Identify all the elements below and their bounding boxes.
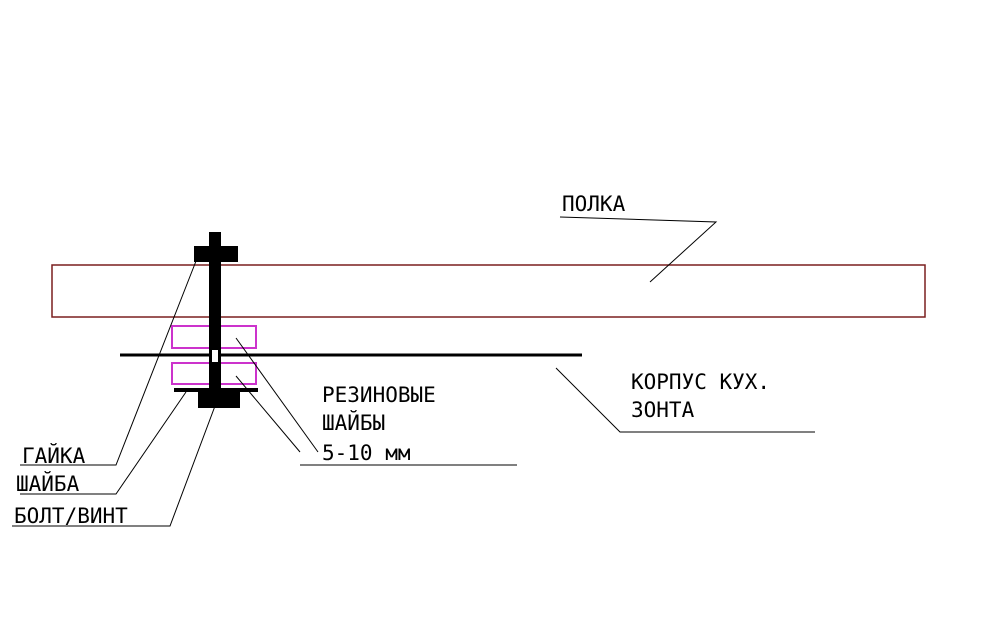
bolt-shaft-highlight — [212, 350, 218, 362]
leader-bolt — [12, 397, 219, 527]
label-hood-body-line2: ЗОНТА — [631, 398, 695, 422]
leader-rubber-lower — [235, 375, 301, 453]
label-nut: ГАЙКА — [22, 443, 86, 468]
label-rubber-line1: РЕЗИНОВЫЕ — [322, 383, 436, 407]
leader-hood-body — [555, 367, 815, 433]
label-shelf: ПОЛКА — [562, 192, 626, 216]
label-washer: ШАЙБА — [16, 471, 80, 496]
leader-washer — [20, 391, 187, 495]
bolt-tip — [194, 246, 238, 262]
label-rubber-line2: ШАЙБЫ — [322, 410, 385, 435]
label-rubber-line3: 5-10 мм — [322, 441, 411, 465]
shelf-board — [51, 264, 926, 318]
nut — [198, 392, 240, 408]
leader-rubber-upper — [235, 337, 319, 453]
label-hood-body-line1: КОРПУС КУХ. — [631, 370, 770, 394]
washer — [174, 388, 258, 392]
label-bolt: БОЛТ/ВИНТ — [14, 504, 128, 528]
leader-shelf — [559, 216, 718, 283]
leader-nut — [20, 255, 199, 466]
